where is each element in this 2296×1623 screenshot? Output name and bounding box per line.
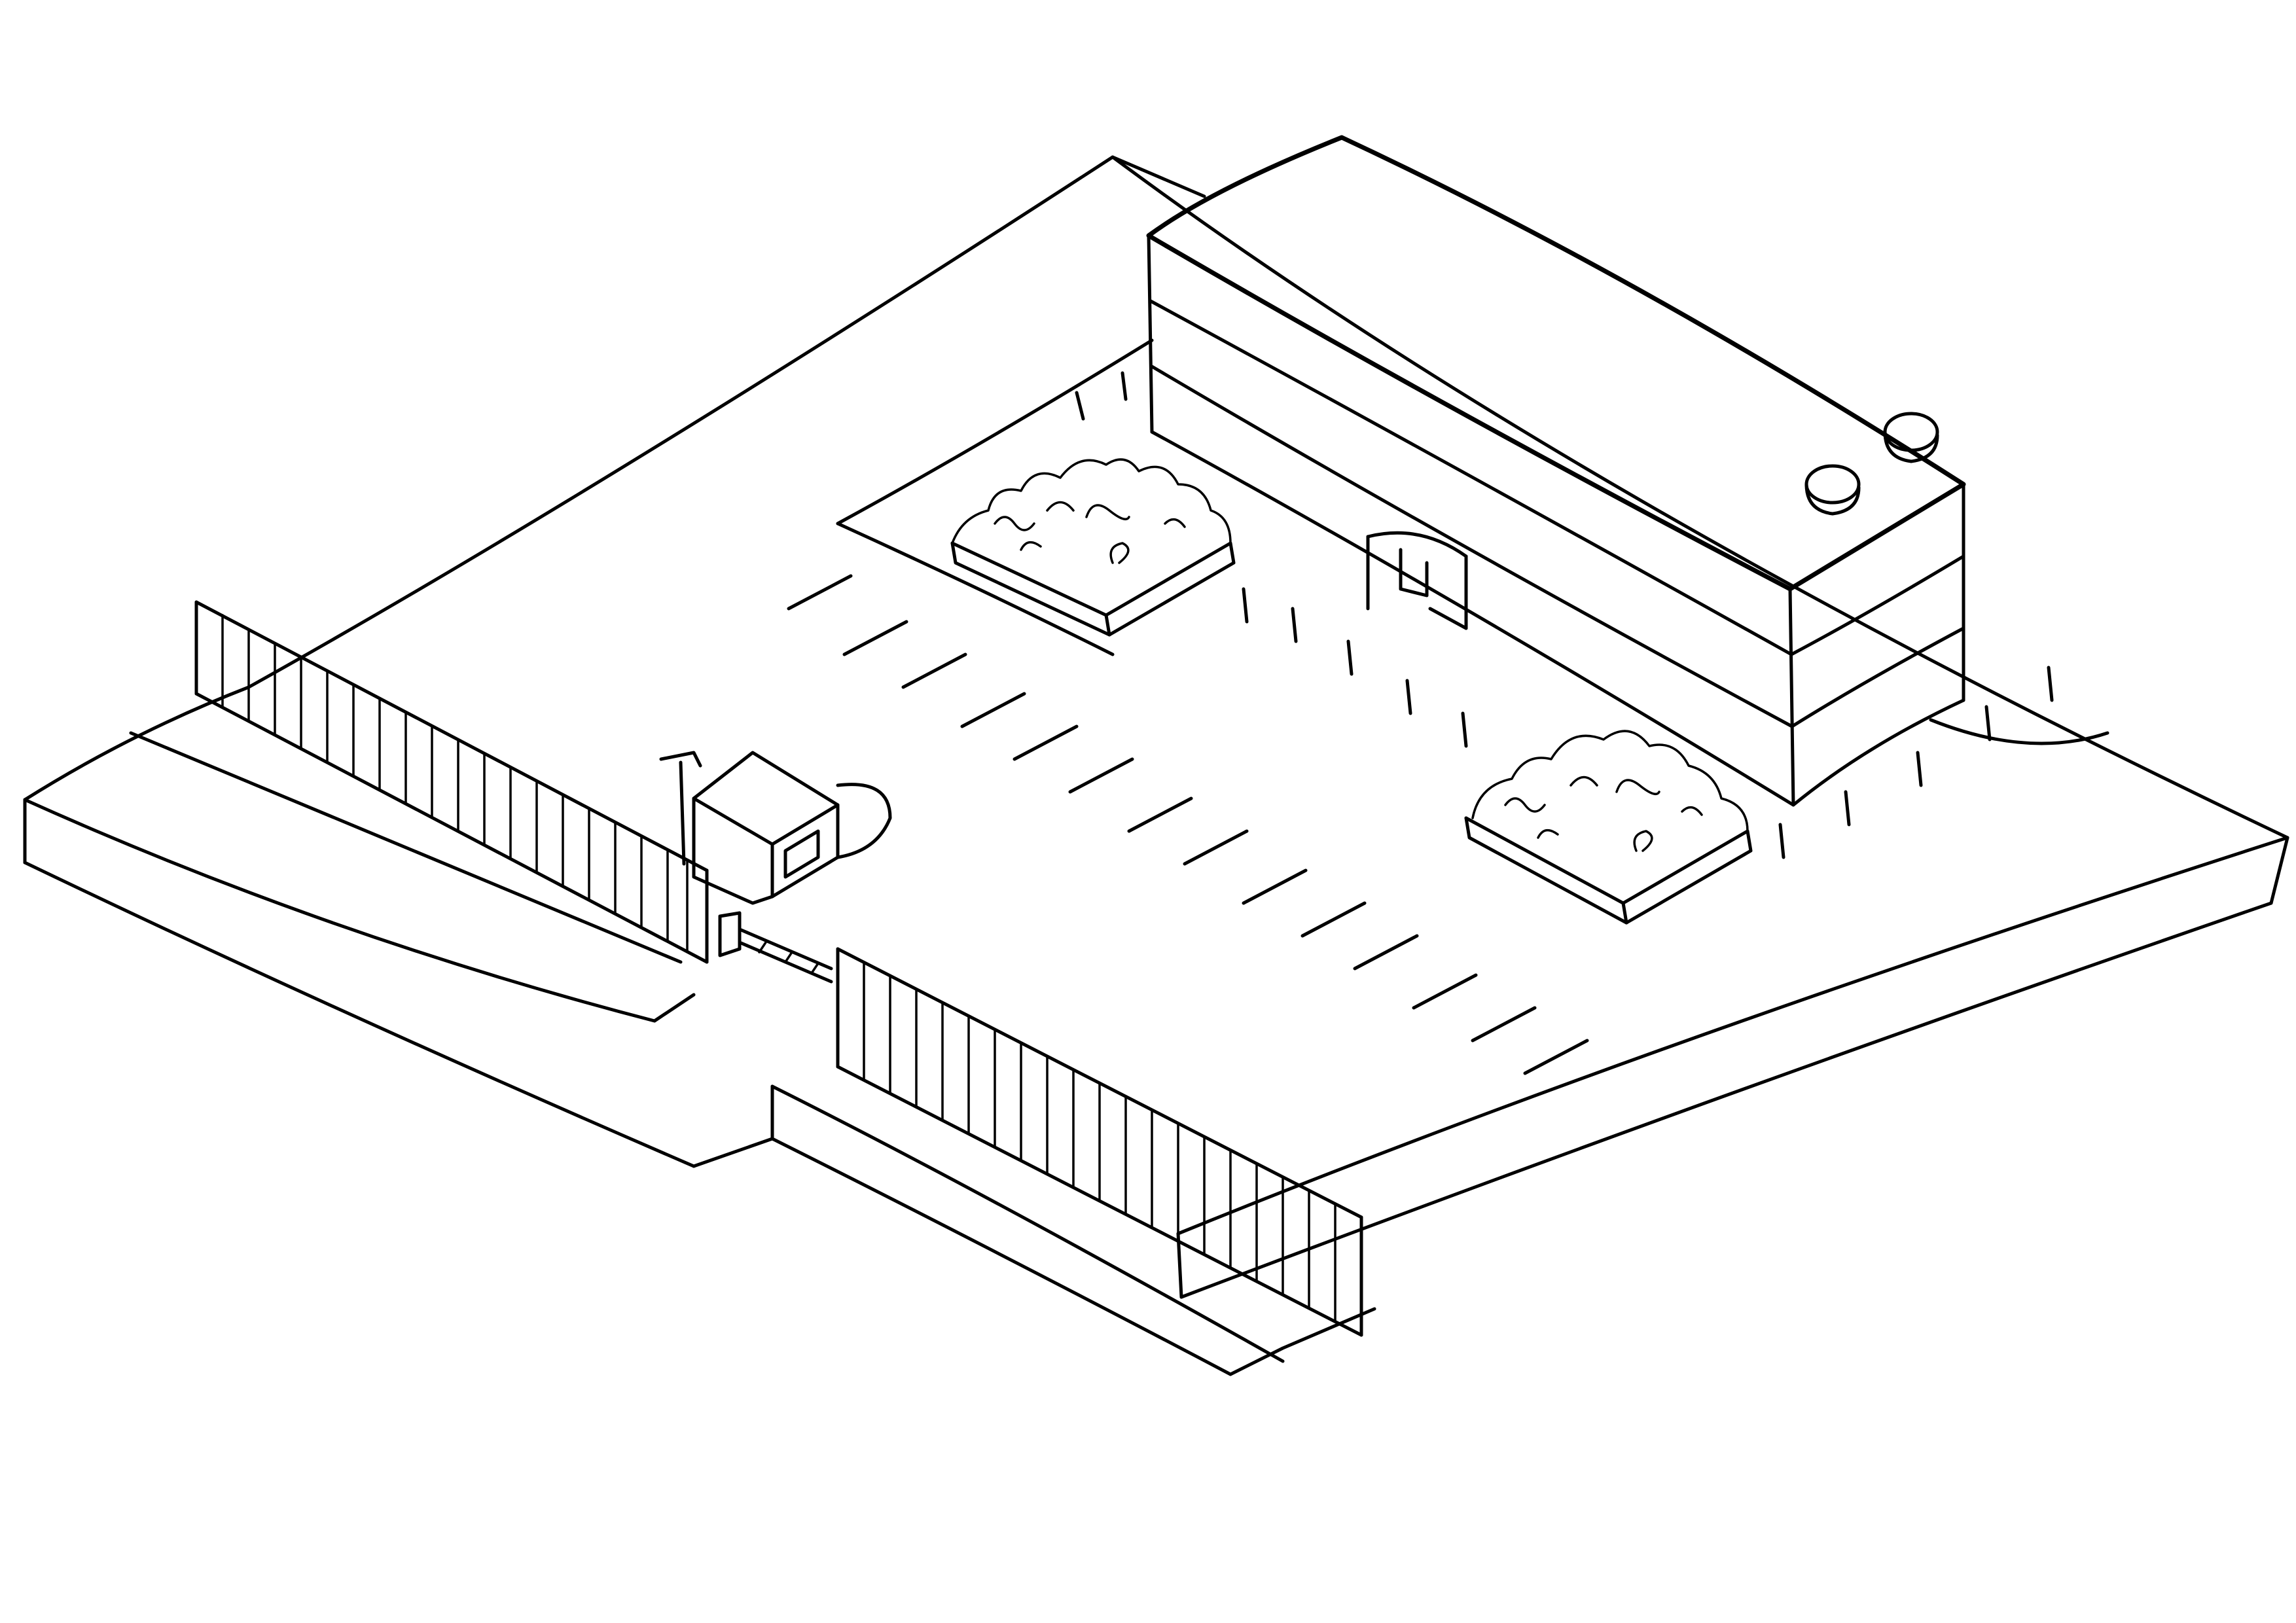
boom-barrier-icon (718, 911, 833, 984)
rooftop-unit-icon (1804, 412, 1939, 516)
shrub-icon (951, 458, 1749, 852)
road-icon (23, 731, 1376, 1376)
street-lamp-icon (659, 751, 702, 866)
planter-bed-icon (950, 541, 1753, 925)
building-entrance-icon (1366, 531, 1468, 630)
parking-stripe-icon (787, 574, 1589, 1075)
bollard-icon (1075, 371, 2054, 859)
parking-lot-icon (836, 338, 2109, 745)
perimeter-fence-icon (194, 600, 1363, 1337)
office-building-icon (1146, 135, 1966, 807)
guard-booth-icon (692, 751, 892, 905)
